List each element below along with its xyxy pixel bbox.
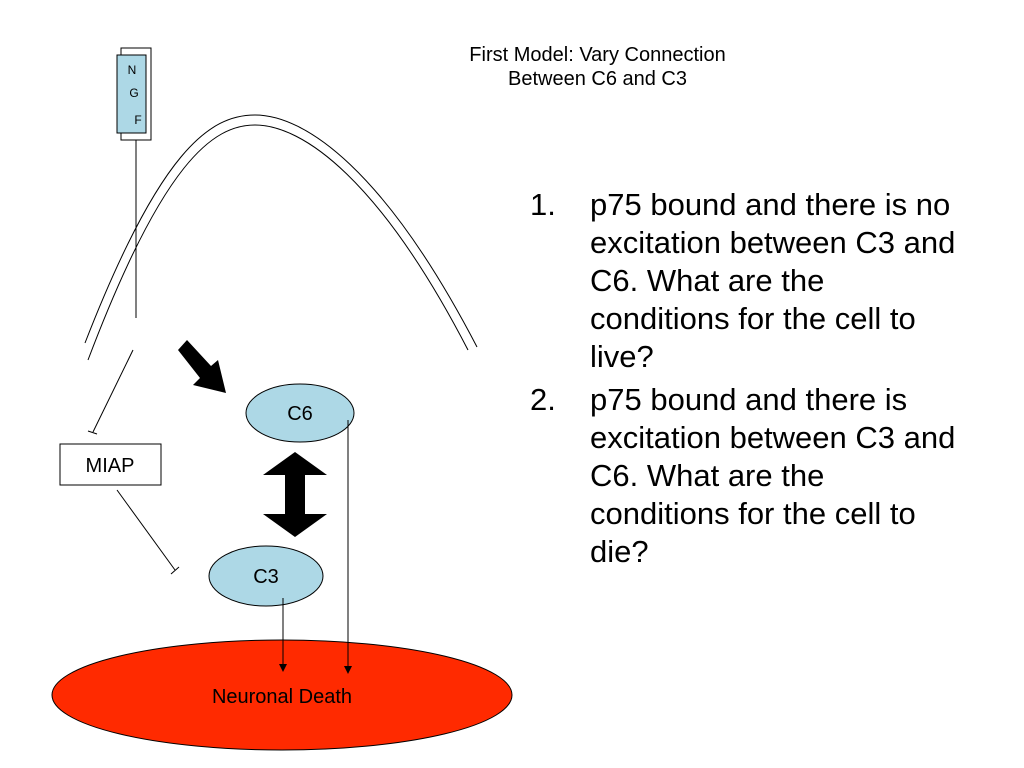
question-list: 1. p75 bound and there is no excitation … <box>530 186 970 576</box>
ngf-letter-f: F <box>134 113 141 127</box>
double-arrow-c6-c3 <box>263 452 327 537</box>
arrowhead-c6-to-death <box>344 666 352 674</box>
neuronal-death-ellipse <box>51 639 513 751</box>
inhibition-bar-c3 <box>170 566 180 575</box>
question-text: p75 bound and there is no excitation bet… <box>590 187 956 374</box>
inhibition-line-to-miap <box>92 349 134 433</box>
inhibition-line-to-c3 <box>116 489 176 571</box>
c3-label: C3 <box>253 566 279 588</box>
inhibition-bar-miap <box>87 430 98 435</box>
c6-node <box>245 383 355 443</box>
ngf-letter-n: N <box>128 63 137 77</box>
slide-title: First Model: Vary Connection Between C6 … <box>400 43 795 91</box>
question-item-2: 2. p75 bound and there is excitation bet… <box>530 381 970 571</box>
c3-node <box>208 545 324 607</box>
neuronal-death-label: Neuronal Death <box>212 686 352 708</box>
cell-membrane-outer <box>84 114 478 348</box>
ngf-letter-g: G <box>129 86 138 100</box>
question-text: p75 bound and there is excitation betwee… <box>590 382 956 569</box>
miap-label: MIAP <box>86 455 135 477</box>
c6-label: C6 <box>287 403 313 425</box>
ngf-box <box>116 54 147 134</box>
miap-box <box>59 443 162 486</box>
arrowhead-c3-to-death <box>279 664 287 672</box>
ngf-receptor: N G F <box>116 47 152 318</box>
question-number: 2. <box>530 382 556 417</box>
activation-arrow-to-c6 <box>178 340 226 393</box>
slide-title-line-2: Between C6 and C3 <box>507 68 687 90</box>
question-number: 1. <box>530 187 556 222</box>
question-item-1: 1. p75 bound and there is no excitation … <box>530 186 970 376</box>
slide-title-line-1: First Model: Vary Connection <box>469 44 726 66</box>
cell-membrane-inner <box>87 124 469 361</box>
